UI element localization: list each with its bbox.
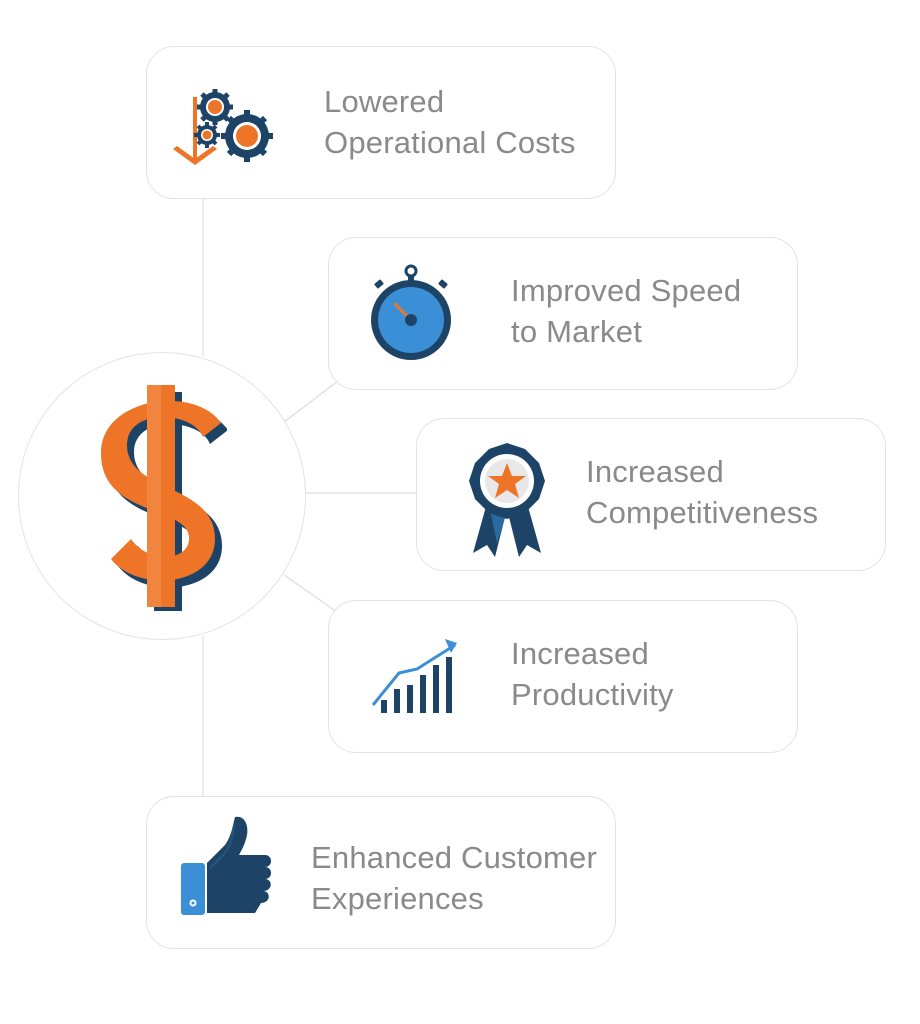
benefit-card-improved-speed-to-market: Improved Speed to Market [328, 237, 798, 390]
benefit-card-lowered-operational-costs: Lowered Operational Costs [146, 46, 616, 199]
connector-line [283, 574, 338, 613]
benefit-card-enhanced-customer-experiences: Enhanced Customer Experiences [146, 796, 616, 949]
benefit-label: Enhanced Customer Experiences [311, 840, 598, 916]
benefit-card-increased-competitiveness: Increased Competitiveness [416, 418, 886, 571]
award-ribbon-icon [469, 443, 545, 557]
gears-down-arrow-icon [173, 89, 273, 165]
stopwatch-icon [371, 264, 451, 360]
benefit-label: Increased Competitiveness [586, 454, 819, 530]
thumbs-up-icon [181, 816, 271, 915]
benefit-label: Improved Speed to Market [511, 273, 742, 349]
dollar-sign-icon [100, 385, 227, 611]
connector-line [283, 380, 339, 423]
benefit-label: Increased Productivity [511, 636, 674, 712]
growth-chart-icon [371, 639, 457, 713]
central-dollar-hub [18, 352, 306, 640]
benefit-card-increased-productivity: Increased Productivity [328, 600, 798, 753]
benefit-label: Lowered Operational Costs [324, 84, 576, 160]
